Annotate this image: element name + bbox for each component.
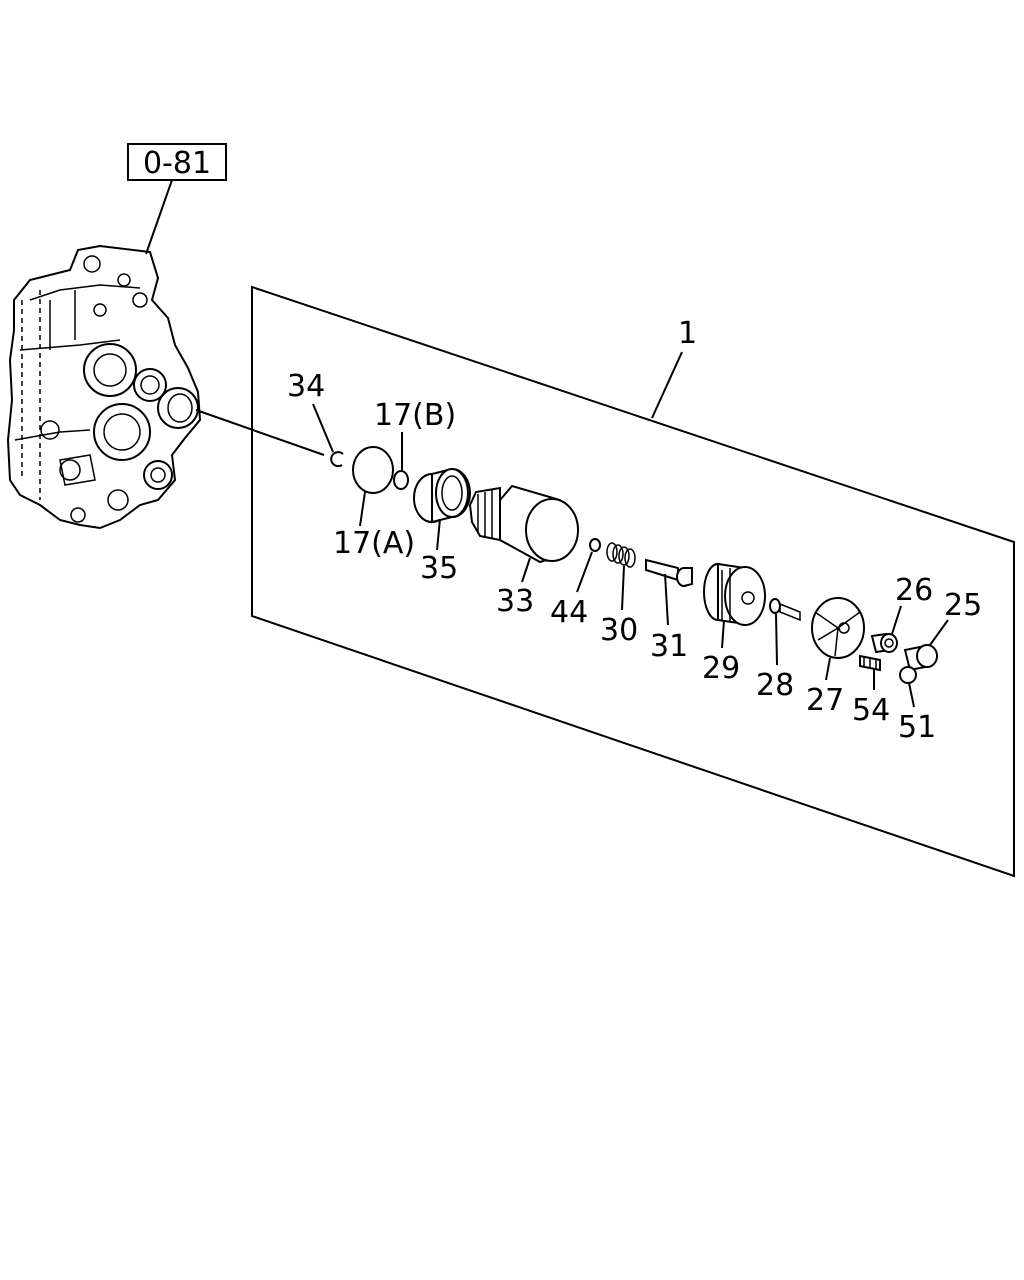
- housing-leader: [195, 409, 325, 456]
- callout-28-label: 28: [756, 668, 794, 703]
- callout-17b-label: 17(B): [374, 398, 456, 433]
- callout-31[interactable]: 31: [650, 573, 688, 664]
- callout-27-label: 27: [806, 683, 844, 718]
- reference-label: 0-81: [143, 146, 211, 181]
- callout-26[interactable]: 26: [891, 573, 933, 635]
- callout-34-label: 34: [287, 369, 325, 404]
- nipple-54: [859, 654, 881, 672]
- callout-17a-label: 17(A): [333, 526, 415, 561]
- bolt-28: [769, 598, 801, 622]
- washer-44: [589, 538, 601, 552]
- plug-25: [903, 644, 938, 672]
- callout-17a[interactable]: 17(A): [333, 491, 415, 561]
- assembly-frame: [251, 285, 1015, 878]
- snap-ring-34: [330, 451, 344, 468]
- callout-35[interactable]: 35: [420, 518, 458, 586]
- callout-29-label: 29: [702, 651, 740, 686]
- callout-26-label: 26: [895, 573, 933, 608]
- retainer-35: [413, 467, 471, 524]
- callout-54-label: 54: [852, 693, 890, 728]
- cover-plate-27: [811, 597, 865, 659]
- plunger-29: [703, 562, 766, 626]
- valve-body-housing: [6, 244, 202, 530]
- spool-31: [645, 558, 693, 587]
- assembly-label: 1: [678, 316, 697, 351]
- callout-29[interactable]: 29: [702, 619, 740, 686]
- callout-33-label: 33: [496, 584, 534, 619]
- callout-30[interactable]: 30: [600, 565, 638, 648]
- callout-44[interactable]: 44: [550, 551, 593, 630]
- callout-54[interactable]: 54: [852, 668, 890, 728]
- reference-box: [127, 143, 227, 181]
- fitting-26: [870, 632, 898, 654]
- callout-30-label: 30: [600, 613, 638, 648]
- callout-1[interactable]: 1: [651, 316, 697, 419]
- assembly-leader: [651, 351, 683, 419]
- reference-0-81[interactable]: 0-81: [127, 143, 227, 255]
- callout-27[interactable]: 27: [806, 657, 844, 718]
- callout-34[interactable]: 34: [287, 369, 334, 453]
- callout-25-label: 25: [944, 588, 982, 623]
- callout-51-label: 51: [898, 710, 936, 745]
- callout-25[interactable]: 25: [929, 588, 982, 646]
- callout-35-label: 35: [420, 551, 458, 586]
- o-ring-17b: [393, 470, 409, 490]
- callout-17b[interactable]: 17(B): [374, 398, 456, 470]
- callout-33[interactable]: 33: [496, 557, 534, 619]
- spring-30: [606, 542, 636, 568]
- reference-leader: [145, 179, 173, 255]
- callout-51[interactable]: 51: [898, 682, 936, 745]
- callout-31-label: 31: [650, 629, 688, 664]
- o-ring-17a: [352, 446, 394, 494]
- callout-28[interactable]: 28: [756, 613, 794, 703]
- cap-51: [899, 666, 917, 684]
- callout-44-label: 44: [550, 595, 588, 630]
- sleeve-33: [468, 484, 579, 564]
